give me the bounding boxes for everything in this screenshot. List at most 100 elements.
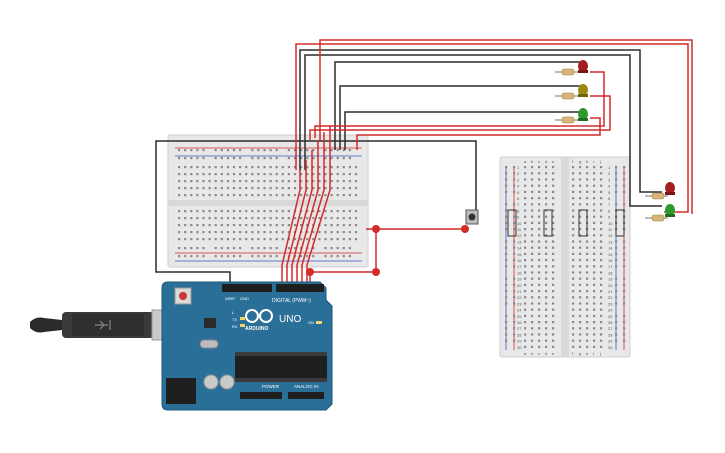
breadboard-hole[interactable] bbox=[579, 314, 582, 317]
breadboard-hole[interactable] bbox=[586, 339, 589, 342]
breadboard-hole[interactable] bbox=[245, 238, 248, 241]
breadboard-hole[interactable] bbox=[287, 224, 290, 227]
breadboard-hole[interactable] bbox=[513, 339, 516, 342]
breadboard-hole[interactable] bbox=[545, 259, 548, 262]
breadboard-hole[interactable] bbox=[586, 246, 589, 249]
breadboard-hole[interactable] bbox=[552, 178, 555, 181]
breadboard-hole[interactable] bbox=[208, 180, 211, 183]
breadboard-hole[interactable] bbox=[505, 166, 508, 169]
breadboard-hole[interactable] bbox=[300, 255, 303, 258]
wire-junction[interactable] bbox=[306, 268, 314, 276]
breadboard-hole[interactable] bbox=[348, 157, 351, 160]
breadboard-hole[interactable] bbox=[615, 339, 618, 342]
breadboard-hole[interactable] bbox=[572, 172, 575, 175]
breadboard-hole[interactable] bbox=[505, 209, 508, 212]
breadboard-hole[interactable] bbox=[552, 271, 555, 274]
breadboard-hole[interactable] bbox=[623, 172, 626, 175]
breadboard-hole[interactable] bbox=[593, 172, 596, 175]
breadboard-hole[interactable] bbox=[593, 321, 596, 324]
breadboard-hole[interactable] bbox=[281, 173, 284, 176]
breadboard-hole[interactable] bbox=[552, 240, 555, 243]
breadboard-hole[interactable] bbox=[269, 166, 272, 169]
breadboard-hole[interactable] bbox=[342, 210, 345, 213]
breadboard-hole[interactable] bbox=[251, 194, 254, 197]
breadboard-hole[interactable] bbox=[220, 217, 223, 220]
breadboard-hole[interactable] bbox=[275, 247, 278, 250]
breadboard-hole[interactable] bbox=[190, 210, 193, 213]
breadboard-hole[interactable] bbox=[593, 228, 596, 231]
breadboard-hole[interactable] bbox=[202, 255, 205, 258]
breadboard-hole[interactable] bbox=[586, 271, 589, 274]
breadboard-hole[interactable] bbox=[513, 215, 516, 218]
breadboard-hole[interactable] bbox=[257, 255, 260, 258]
component-outline[interactable] bbox=[543, 209, 553, 237]
breadboard-hole[interactable] bbox=[190, 187, 193, 190]
breadboard-hole[interactable] bbox=[232, 210, 236, 213]
breadboard-hole[interactable] bbox=[538, 190, 541, 193]
breadboard-hole[interactable] bbox=[354, 187, 358, 190]
breadboard-hole[interactable] bbox=[232, 231, 236, 234]
breadboard-hole[interactable] bbox=[214, 247, 217, 250]
breadboard-hole[interactable] bbox=[263, 224, 266, 227]
breadboard-hole[interactable] bbox=[226, 180, 229, 183]
breadboard-hole[interactable] bbox=[524, 197, 527, 200]
breadboard-hole[interactable] bbox=[251, 217, 254, 220]
breadboard-hole[interactable] bbox=[586, 345, 589, 348]
breadboard-hole[interactable] bbox=[552, 172, 555, 175]
breadboard-hole[interactable] bbox=[531, 203, 534, 206]
breadboard-hole[interactable] bbox=[538, 277, 541, 280]
breadboard-hole[interactable] bbox=[572, 190, 575, 193]
breadboard-hole[interactable] bbox=[324, 157, 327, 160]
breadboard-hole[interactable] bbox=[312, 180, 315, 183]
breadboard-hole[interactable] bbox=[524, 277, 527, 280]
breadboard-hole[interactable] bbox=[600, 215, 603, 218]
breadboard-hole[interactable] bbox=[538, 296, 541, 299]
breadboard-hole[interactable] bbox=[306, 157, 309, 160]
breadboard-hole[interactable] bbox=[600, 166, 603, 169]
breadboard-hole[interactable] bbox=[572, 184, 575, 187]
breadboard-hole[interactable] bbox=[552, 345, 555, 348]
breadboard-hole[interactable] bbox=[312, 255, 315, 258]
breadboard-hole[interactable] bbox=[531, 339, 534, 342]
resistor-3[interactable] bbox=[555, 116, 580, 124]
breadboard-hole[interactable] bbox=[306, 173, 309, 176]
breadboard-hole[interactable] bbox=[505, 314, 508, 317]
breadboard-hole[interactable] bbox=[615, 283, 618, 286]
breadboard-hole[interactable] bbox=[600, 197, 603, 200]
breadboard-hole[interactable] bbox=[190, 173, 193, 176]
breadboard-hole[interactable] bbox=[572, 327, 575, 330]
breadboard-hole[interactable] bbox=[531, 333, 534, 336]
wire-black-3[interactable] bbox=[334, 61, 580, 150]
breadboard-hole[interactable] bbox=[572, 240, 575, 243]
breadboard-hole[interactable] bbox=[257, 180, 260, 183]
breadboard-hole[interactable] bbox=[202, 166, 205, 169]
breadboard-hole[interactable] bbox=[615, 333, 618, 336]
breadboard-hole[interactable] bbox=[545, 308, 548, 311]
breadboard-hole[interactable] bbox=[196, 187, 199, 190]
breadboard-hole[interactable] bbox=[545, 178, 548, 181]
led-red-1[interactable] bbox=[578, 60, 588, 73]
breadboard-hole[interactable] bbox=[330, 180, 333, 183]
breadboard-hole[interactable] bbox=[336, 238, 339, 241]
breadboard-hole[interactable] bbox=[178, 217, 181, 220]
breadboard-hole[interactable] bbox=[178, 210, 181, 213]
breadboard-hole[interactable] bbox=[600, 246, 603, 249]
breadboard-hole[interactable] bbox=[208, 210, 211, 213]
breadboard-hole[interactable] bbox=[545, 277, 548, 280]
breadboard-hole[interactable] bbox=[300, 217, 303, 220]
breadboard-hole[interactable] bbox=[538, 283, 541, 286]
breadboard-hole[interactable] bbox=[586, 265, 589, 268]
breadboard-hole[interactable] bbox=[513, 184, 516, 187]
breadboard-hole[interactable] bbox=[354, 238, 358, 241]
breadboard-hole[interactable] bbox=[579, 166, 582, 169]
breadboard-hole[interactable] bbox=[226, 224, 229, 227]
breadboard-hole[interactable] bbox=[593, 283, 596, 286]
breadboard-hole[interactable] bbox=[531, 166, 534, 169]
breadboard-hole[interactable] bbox=[579, 252, 582, 255]
breadboard-hole[interactable] bbox=[524, 184, 527, 187]
breadboard-hole[interactable] bbox=[579, 246, 582, 249]
breadboard-hole[interactable] bbox=[505, 246, 508, 249]
breadboard-hole[interactable] bbox=[538, 290, 541, 293]
breadboard-hole[interactable] bbox=[505, 333, 508, 336]
breadboard-hole[interactable] bbox=[579, 228, 582, 231]
